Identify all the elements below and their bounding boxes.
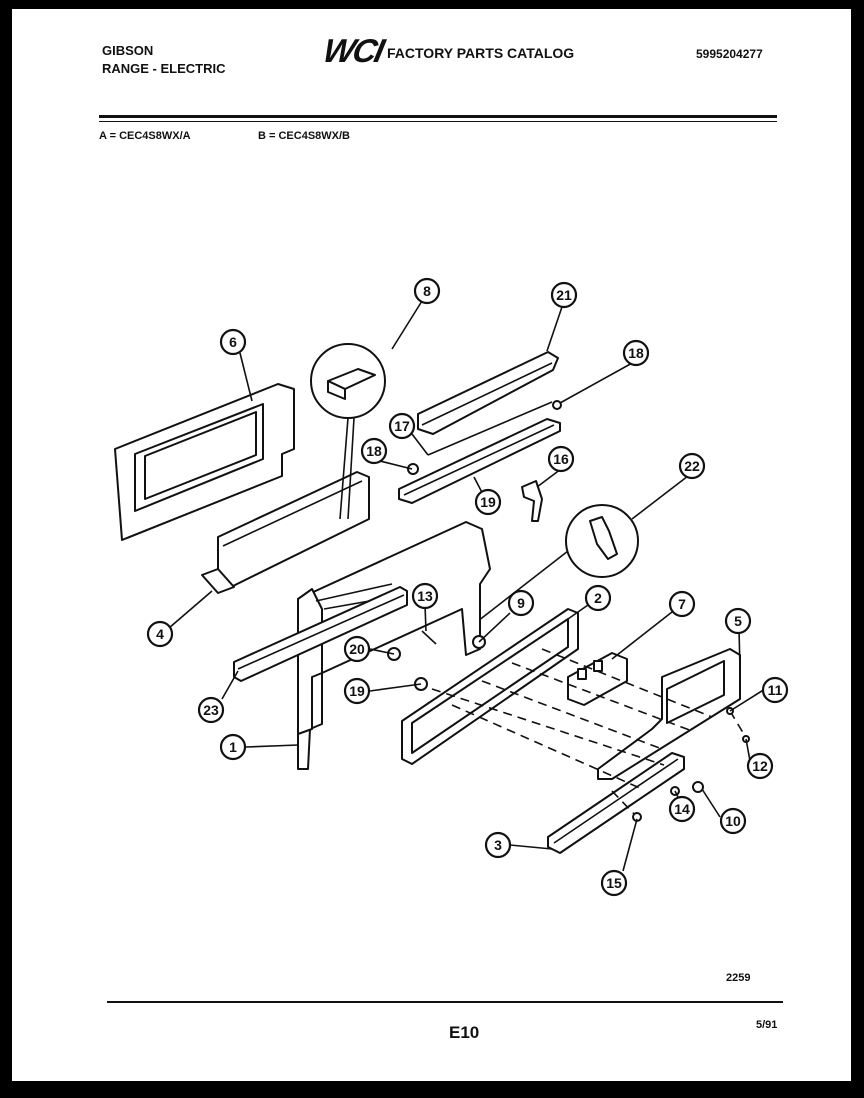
page-code: E10 (449, 1023, 480, 1042)
svg-text:3: 3 (494, 837, 502, 853)
callout-13: 13 (411, 582, 439, 610)
svg-text:5: 5 (734, 613, 742, 629)
svg-text:18: 18 (366, 443, 382, 459)
callout-5: 5 (724, 607, 752, 635)
callout-4: 4 (146, 620, 174, 648)
callout-1: 1 (219, 733, 247, 761)
leader-lines (161, 300, 766, 872)
model-a-label: A = CEC4S8WX/A (99, 130, 191, 142)
part-10-nut (692, 781, 704, 793)
exploded-parts-diagram: 6 8 21 18 17 18 16 22 19 13 9 2 7 5 4 20… (114, 277, 789, 897)
svg-text:13: 13 (417, 588, 433, 604)
callout-20: 19 (343, 677, 371, 705)
svg-text:14: 14 (674, 801, 690, 817)
catalog-number: 5995204277 (696, 47, 763, 61)
svg-text:15: 15 (606, 875, 622, 891)
part-8-detail (310, 343, 386, 520)
callout-18-upper: 18 (622, 339, 650, 367)
part-23-detail (477, 504, 639, 622)
svg-text:18: 18 (628, 345, 644, 361)
svg-text:11: 11 (768, 682, 783, 698)
callout-6: 6 (219, 328, 247, 356)
callout-21: 20 (343, 635, 371, 663)
part-clip (521, 480, 543, 522)
callout-10: 10 (719, 807, 747, 835)
revision-date: 5/91 (756, 1019, 778, 1031)
svg-text:22: 22 (684, 458, 700, 474)
svg-text:8: 8 (423, 283, 431, 299)
callout-22: 21 (550, 281, 578, 309)
part-17-rod (427, 401, 553, 456)
svg-text:6: 6 (229, 334, 237, 350)
svg-text:10: 10 (725, 813, 741, 829)
part-side-frame (297, 521, 491, 770)
drawing-number: 2259 (726, 972, 751, 984)
model-b-label: B = CEC4S8WX/B (258, 130, 350, 142)
svg-text:20: 20 (349, 641, 365, 657)
callout-16: 16 (547, 445, 575, 473)
svg-text:16: 16 (553, 451, 569, 467)
svg-text:21: 21 (556, 287, 572, 303)
svg-text:9: 9 (517, 595, 525, 611)
callout-3: 3 (484, 831, 512, 859)
svg-text:19: 19 (349, 683, 365, 699)
part-rear-panel (114, 383, 295, 541)
part-13-pin (421, 630, 437, 645)
part-control-panel (597, 648, 741, 780)
svg-text:12: 12 (752, 758, 768, 774)
part-control-panel-frame (401, 608, 579, 765)
part-trim-channel (201, 471, 370, 594)
footer-rule (107, 1001, 783, 1003)
svg-text:1: 1 (229, 739, 237, 755)
callout-17: 17 (388, 412, 416, 440)
catalog-title: FACTORY PARTS CATALOG (387, 45, 575, 61)
callout-24: 23 (197, 696, 225, 724)
callout-2: 2 (584, 584, 612, 612)
callout-15: 15 (600, 869, 628, 897)
part-switch-block (567, 652, 628, 706)
part-18-lower (407, 463, 419, 475)
part-18-upper (552, 400, 562, 410)
callout-8: 8 (413, 277, 441, 305)
catalog-page: GIBSON RANGE - ELECTRIC WCI FACTORY PART… (12, 9, 851, 1081)
svg-text:2: 2 (594, 590, 602, 606)
callout-18-lower: 18 (360, 437, 388, 465)
svg-text:4: 4 (156, 626, 164, 642)
svg-text:17: 17 (394, 418, 410, 434)
part-lower-trim (547, 752, 685, 854)
callout-11: 11 (761, 676, 789, 704)
callout-9: 9 (507, 589, 535, 617)
svg-text:7: 7 (678, 596, 686, 612)
part-lower-rail (398, 418, 561, 504)
header-rule (99, 115, 777, 118)
svg-text:19: 19 (480, 494, 496, 510)
product-line: RANGE - ELECTRIC (102, 61, 226, 76)
callout-12: 12 (746, 752, 774, 780)
brand-name: GIBSON (102, 43, 154, 58)
callout-14: 14 (668, 795, 696, 823)
callout-23: 22 (678, 452, 706, 480)
callout-7: 7 (668, 590, 696, 618)
svg-text:23: 23 (203, 702, 219, 718)
header-rule-thin (99, 121, 777, 122)
callout-19: 19 (474, 488, 502, 516)
part-top-trim (417, 351, 559, 435)
assembly-lines (431, 648, 749, 818)
